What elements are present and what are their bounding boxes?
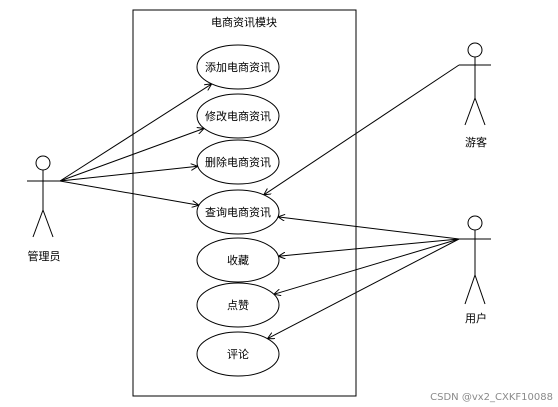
actor-user[interactable]: 用户: [459, 215, 491, 325]
association-admin-edit: [59, 128, 204, 182]
use-case-label: 查询电商资讯: [205, 205, 271, 219]
use-case-delete[interactable]: 删除电商资讯: [196, 139, 280, 185]
actor-left-leg: [464, 274, 476, 305]
association-user-query: [278, 217, 460, 240]
actor-visitor[interactable]: 游客: [459, 42, 491, 149]
actor-left-leg: [32, 209, 44, 238]
actor-label-admin: 管理员: [28, 249, 61, 263]
association-admin-delete: [59, 166, 198, 182]
use-case-favorite[interactable]: 收藏: [196, 237, 280, 283]
use-case-label: 收藏: [227, 253, 249, 267]
association-visitor-query: [264, 64, 460, 195]
actor-admin[interactable]: 管理员: [27, 155, 61, 263]
actor-right-leg: [474, 97, 486, 126]
actor-right-leg: [474, 274, 486, 305]
actor-label-visitor: 游客: [465, 135, 487, 149]
association-user-like: [274, 238, 460, 294]
use-case-comment[interactable]: 评论: [196, 331, 280, 377]
actor-head: [467, 215, 483, 231]
system-boundary: 电商资讯模块: [132, 9, 357, 397]
use-case-label: 修改电商资讯: [205, 109, 271, 123]
actor-head: [35, 155, 51, 171]
use-case-label: 删除电商资讯: [205, 155, 271, 169]
association-user-fav: [278, 238, 460, 256]
association-user-comment: [267, 238, 460, 339]
actor-head: [467, 42, 483, 58]
use-case-label: 点赞: [227, 299, 249, 312]
watermark: CSDN @vx2_CXKF10088: [430, 392, 553, 403]
use-case-add[interactable]: 添加电商资讯: [196, 44, 280, 90]
use-case-edit[interactable]: 修改电商资讯: [196, 93, 280, 139]
actor-left-leg: [464, 97, 476, 126]
use-cases: 添加电商资讯 修改电商资讯 删除电商资讯 查询电商资讯 收藏 点赞 评论: [196, 44, 280, 377]
actor-right-leg: [42, 209, 54, 238]
actor-label-user: 用户: [465, 311, 487, 325]
use-case-label: 添加电商资讯: [205, 60, 271, 74]
use-case-query[interactable]: 查询电商资讯: [196, 189, 280, 235]
association-admin-add: [59, 84, 212, 182]
association-admin-query: [59, 180, 199, 205]
use-case-like[interactable]: 点赞: [196, 282, 280, 328]
association-lines: [59, 64, 460, 339]
use-case-label: 评论: [227, 347, 249, 361]
system-title: 电商资讯模块: [211, 15, 277, 29]
